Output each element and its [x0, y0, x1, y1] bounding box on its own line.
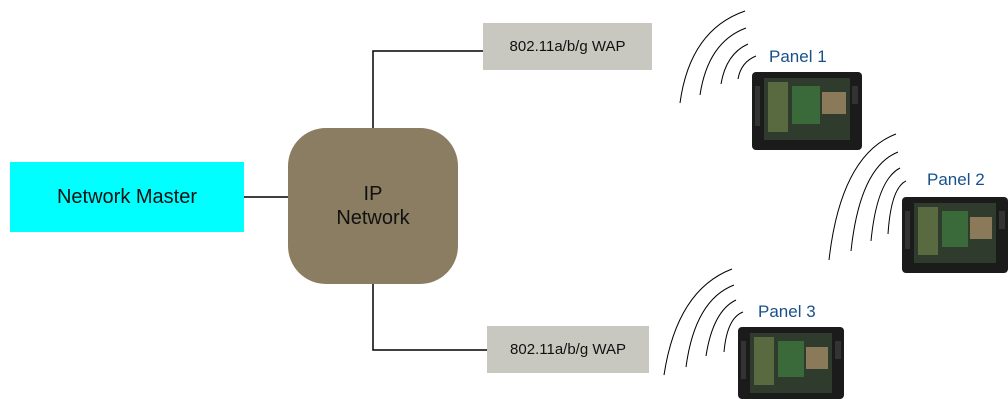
touch-panel-2-icon: [902, 197, 1008, 273]
ip-network-node: IP Network: [288, 128, 458, 284]
wap-bottom-label: 802.11a/b/g WAP: [510, 341, 626, 358]
touch-panel-1-icon: [752, 72, 862, 150]
wireless-signal-icon-2: [828, 133, 907, 261]
network-master-label: Network Master: [56, 185, 198, 208]
link-ip-wap-top: [372, 50, 483, 128]
ip-network-label-line1: IP: [363, 183, 383, 205]
wireless-signal-icon-1: [679, 10, 757, 104]
wireless-signal-icon-3: [663, 268, 744, 376]
ip-network-label-line2: Network: [336, 207, 410, 229]
wap-top-label: 802.11a/b/g WAP: [509, 38, 626, 55]
touch-panel-3-icon: [738, 327, 844, 399]
wap-bottom-node: 802.11a/b/g WAP: [487, 326, 649, 373]
wap-top-node: 802.11a/b/g WAP: [483, 23, 652, 70]
panel-1-label: Panel 1: [769, 47, 827, 66]
network-master-node: Network Master: [10, 162, 244, 232]
panel-2-label: Panel 2: [927, 170, 985, 189]
link-ip-wap-bottom: [372, 284, 487, 351]
panel-3-label: Panel 3: [758, 302, 816, 321]
